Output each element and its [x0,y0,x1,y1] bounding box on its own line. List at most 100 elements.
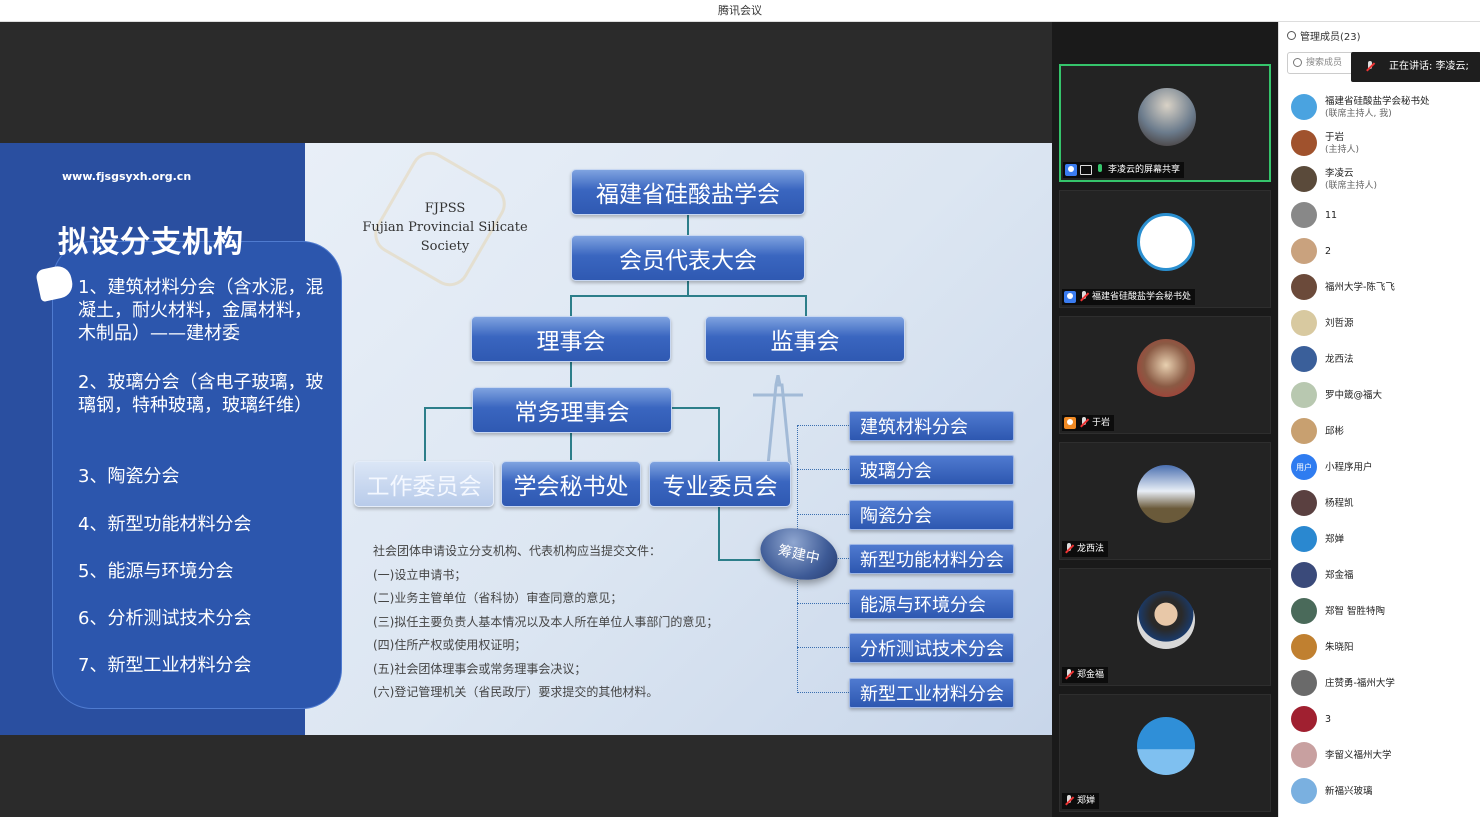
member-name: 邱彬 [1325,425,1345,437]
org-box-council: 理事会 [471,316,671,362]
member-row[interactable]: 福建省硅酸盐学会秘书处(联席主持人, 我) [1291,90,1430,124]
logo-name: Fujian Provincial Silicate Society [362,220,528,254]
member-row[interactable]: 杨程凯 [1291,486,1354,520]
member-text: 庄赞勇-福州大学 [1325,677,1395,690]
branch-connector [797,425,849,426]
video-tile[interactable]: 郑金福 [1059,568,1271,686]
preparing-badge: 筹建中 [755,521,843,587]
video-gallery[interactable]: 李凌云的屏幕共享 福建省硅酸盐学会秘书处 于岩 龙西法 郑金福 郑婵 [1052,22,1278,817]
video-tile[interactable]: 李凌云的屏幕共享 [1059,64,1271,182]
avatar [1137,465,1195,523]
member-name: 福建省硅酸盐学会秘书处 [1325,95,1430,107]
user-icon [1064,417,1076,429]
mic-muted-icon [1079,291,1089,303]
member-row[interactable]: 郑婵 [1291,522,1344,556]
member-row[interactable]: 龙西法 [1291,342,1354,376]
connector [718,505,720,560]
connector [687,213,689,235]
connector [424,407,472,409]
member-name: 郑婵 [1325,533,1345,545]
member-row[interactable]: 罗中箴@福大 [1291,378,1382,412]
member-row[interactable]: 刘哲源 [1291,306,1354,340]
tile-name: 郑婵 [1077,796,1096,806]
avatar [1137,591,1195,649]
avatar [1137,717,1195,775]
tile-name: 福建省硅酸盐学会秘书处 [1092,292,1192,302]
member-text: 2 [1325,245,1331,258]
member-row[interactable]: 用户小程序用户 [1291,450,1373,484]
branch-connector [797,692,849,693]
member-name: 朱晓阳 [1325,641,1354,653]
mic-muted-icon [1064,543,1074,555]
member-row[interactable]: 李凌云(联席主持人) [1291,162,1377,196]
member-row[interactable]: 朱晓阳 [1291,630,1354,664]
member-name: 刘哲源 [1325,317,1354,329]
org-box-branch: 陶瓷分会 [849,500,1014,530]
requirement-line: (三)拟任主要负责人基本情况以及本人所在单位人事部门的意见； [373,615,719,629]
member-row[interactable]: 11 [1291,198,1337,232]
avatar [1291,778,1317,804]
org-box-branch: 分析测试技术分会 [849,633,1014,663]
avatar [1137,339,1195,397]
mic-muted-icon [1365,61,1375,73]
avatar [1138,88,1196,146]
member-row[interactable]: 新福兴玻璃 [1291,774,1373,808]
avatar [1291,742,1317,768]
member-text: 李凌云(联席主持人) [1325,167,1377,192]
requirement-line: (六)登记管理机关（省民政厅）要求提交的其他材料。 [373,685,659,699]
members-title: 管理成员(23) [1300,32,1361,43]
member-text: 邱彬 [1325,425,1344,438]
avatar [1291,706,1317,732]
member-text: 李留义福州大学 [1325,749,1392,762]
logo-abbr: FJPSS [424,201,466,216]
branch-list-item: 6、分析测试技术分会 [78,608,252,629]
member-text: 11 [1325,209,1337,222]
society-logo-text: FJPSS Fujian Provincial Silicate Society [340,199,550,256]
member-name: 李留义福州大学 [1325,749,1392,761]
member-row[interactable]: 郑智 智胜特陶 [1291,594,1385,628]
member-text: 3 [1325,713,1331,726]
member-search-input[interactable]: 搜索成员 [1287,52,1357,74]
member-name: 福州大学-陈飞飞 [1325,281,1395,293]
member-row[interactable]: 2 [1291,234,1331,268]
member-text: 郑婵 [1325,533,1344,546]
member-name: 龙西法 [1325,353,1354,365]
member-name: 罗中箴@福大 [1325,389,1383,401]
member-text: 郑金福 [1325,569,1354,582]
requirement-line: 社会团体申请设立分支机构、代表机构应当提交文件： [373,544,662,558]
org-box-branch: 建筑材料分会 [849,411,1014,441]
member-row[interactable]: 邱彬 [1291,414,1344,448]
connector [718,407,720,461]
avatar [1291,166,1317,192]
branch-list-item: 2、玻璃分会（含电子玻璃，玻璃钢，特种玻璃，玻璃纤维） [78,372,324,416]
avatar [1291,562,1317,588]
member-row[interactable]: 李留义福州大学 [1291,738,1392,772]
video-tile[interactable]: 郑婵 [1059,694,1271,812]
member-row[interactable]: 庄赞勇-福州大学 [1291,666,1395,700]
org-box-society: 福建省硅酸盐学会 [571,169,805,215]
member-text: 杨程凯 [1325,497,1354,510]
avatar [1291,274,1317,300]
member-text: 新福兴玻璃 [1325,785,1373,798]
video-tile[interactable]: 福建省硅酸盐学会秘书处 [1059,190,1271,308]
avatar [1291,238,1317,264]
video-tile[interactable]: 龙西法 [1059,442,1271,560]
member-row[interactable]: 福州大学-陈飞飞 [1291,270,1395,304]
member-row[interactable]: 3 [1291,702,1331,736]
members-panel: 管理成员(23) 搜索成员 正在讲话: 李凌云; 福建省硅酸盐学会秘书处(联席主… [1278,22,1480,817]
member-name: 11 [1325,209,1338,221]
video-tile[interactable]: 于岩 [1059,316,1271,434]
shared-screen-stage: www.fjsgsyxh.org.cn 拟设分支机构 1、建筑材料分会（含水泥，… [0,22,1052,817]
connector [424,407,426,461]
member-role: (主持人) [1325,144,1360,155]
member-name: 李凌云 [1325,167,1354,179]
branch-list-item: 5、能源与环境分会 [78,561,234,582]
member-row[interactable]: 郑金福 [1291,558,1354,592]
member-text: 龙西法 [1325,353,1354,366]
member-text: 朱晓阳 [1325,641,1354,654]
mic-muted-icon [1064,795,1074,807]
member-row[interactable]: 于岩(主持人) [1291,126,1359,160]
avatar [1291,598,1317,624]
org-box-special-committee: 专业委员会 [649,461,791,507]
requirement-line: (五)社会团体理事会或常务理事会决议； [373,662,587,676]
